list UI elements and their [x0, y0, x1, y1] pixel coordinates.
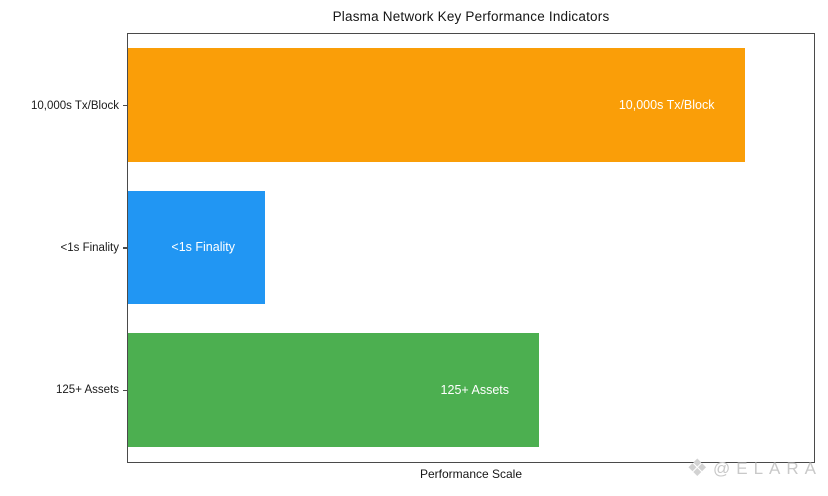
plot-area: 10,000s Tx/Block <1s Finality 125+ Assets	[127, 33, 815, 463]
four-diamond-icon: ❖	[686, 455, 708, 482]
y-tick-mark	[123, 389, 127, 392]
y-tick-label: 10,000s Tx/Block	[30, 99, 119, 112]
watermark: ❖ @ELARA	[686, 454, 822, 484]
bar-value-label: 10,000s Tx/Block	[618, 98, 715, 113]
y-tick-label: <1s Finality	[60, 242, 119, 254]
chart-title: Plasma Network Key Performance Indicator…	[332, 9, 610, 24]
bar-2: 125+ Assets	[128, 332, 539, 447]
x-axis-label: Performance Scale	[419, 467, 523, 481]
bar-value-label: 125+ Assets	[440, 382, 509, 397]
bar-1: <1s Finality	[128, 190, 265, 305]
bar-value-label: <1s Finality	[171, 240, 235, 255]
y-tick-mark	[123, 104, 127, 107]
watermark-text: @ELARA	[712, 459, 822, 478]
bar-0: 10,000s Tx/Block	[128, 48, 745, 163]
y-tick-label: 125+ Assets	[56, 384, 119, 397]
y-tick-mark	[123, 247, 127, 249]
